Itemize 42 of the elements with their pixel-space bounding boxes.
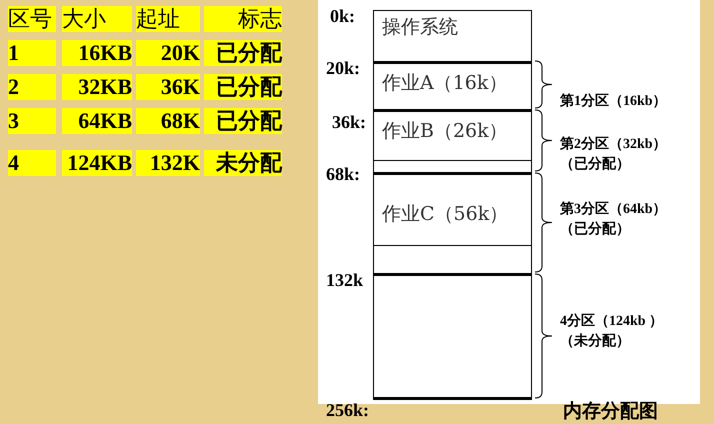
table-cell: 124KB — [62, 150, 132, 176]
table-cell: 已分配 — [204, 40, 282, 66]
table-cell: 64KB — [62, 108, 132, 134]
table-header: 起址 — [136, 6, 200, 32]
memory-block — [373, 10, 532, 62]
table-cell: 未分配 — [204, 150, 282, 176]
table-header: 标志 — [204, 6, 282, 32]
table-cell: 2 — [8, 74, 56, 100]
table-cell: 3 — [8, 108, 56, 134]
address-label: 36k: — [332, 112, 366, 133]
table-cell: 36K — [136, 74, 200, 100]
table-cell: 32KB — [62, 74, 132, 100]
table-cell: 68K — [136, 108, 200, 134]
caption: 内存分配图 — [563, 400, 658, 424]
partition-label: 第3分区（64kb）（已分配） — [560, 200, 668, 239]
partition-label: 4分区（124kb ）（未分配） — [560, 312, 664, 351]
table-cell: 4 — [8, 150, 56, 176]
table-cell: 132K — [136, 150, 200, 176]
memory-block — [373, 273, 532, 400]
memory-block — [373, 160, 532, 173]
address-label: 68k: — [326, 164, 360, 185]
table-cell: 16KB — [62, 40, 132, 66]
block-label: 作业C（56k） — [382, 202, 508, 227]
memory-block — [373, 61, 532, 110]
block-label: 操作系统 — [382, 15, 458, 40]
block-label: 作业B（26k） — [382, 119, 508, 144]
table-cell: 已分配 — [204, 108, 282, 134]
memory-block — [373, 172, 532, 246]
address-label: 132k — [326, 270, 364, 291]
table-cell: 已分配 — [204, 74, 282, 100]
table-header: 区号 — [8, 6, 56, 32]
table-cell: 20K — [136, 40, 200, 66]
memory-block — [373, 109, 532, 161]
block-label: 作业A（16k） — [382, 71, 508, 96]
partition-label: 第1分区（16kb） — [560, 92, 668, 111]
table-header: 大小 — [62, 6, 132, 32]
address-label: 256k: — [326, 400, 370, 421]
address-label: 0k: — [330, 6, 356, 27]
memory-block — [373, 245, 532, 274]
partition-label: 第2分区（32kb）（已分配） — [560, 135, 668, 174]
table-cell: 1 — [8, 40, 56, 66]
address-label: 20k: — [326, 58, 360, 79]
